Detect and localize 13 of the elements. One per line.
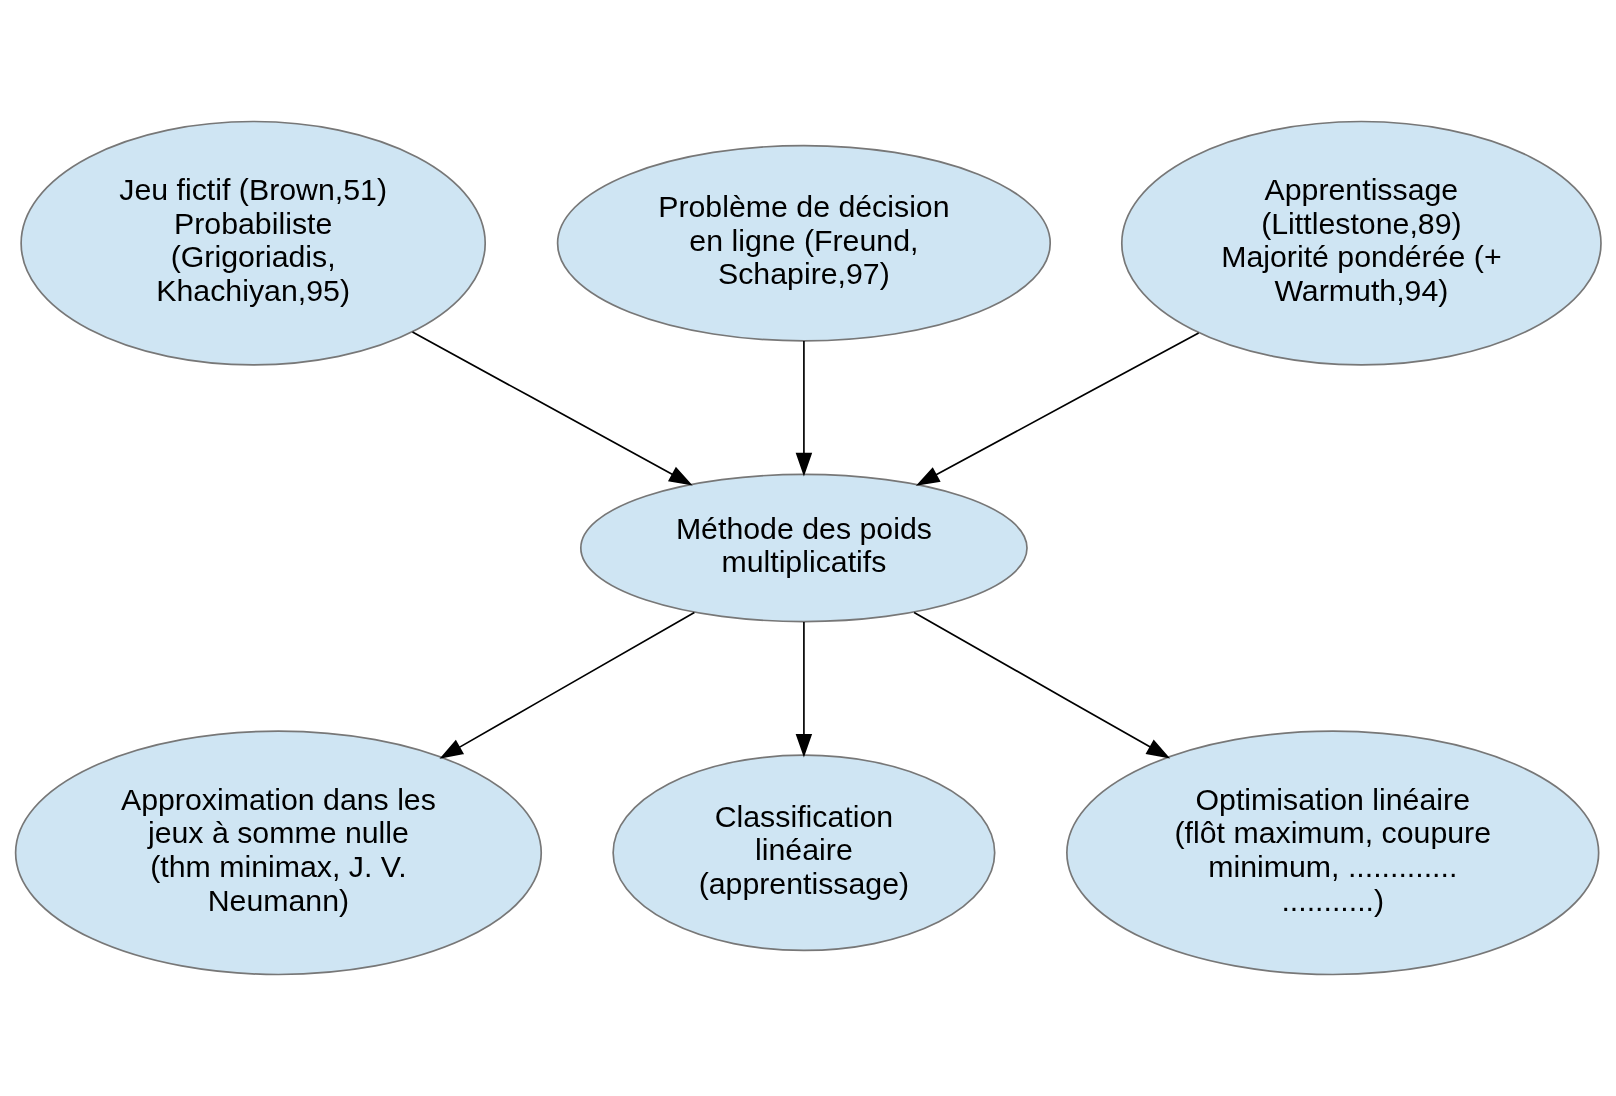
arrow bbox=[913, 611, 1171, 759]
node-ellipse: Classification linéaire (apprentissage) bbox=[612, 754, 996, 952]
arrow bbox=[915, 332, 1200, 486]
node-ellipse: Optimisation linéaire (flôt maximum, coupure minimum, ........................) bbox=[1066, 730, 1600, 976]
node-ellipse: Approximation dans les jeux à somme nulle (thm minimax, J. V. Neumann) bbox=[14, 730, 543, 976]
arrow bbox=[439, 611, 696, 759]
arrow bbox=[411, 331, 693, 486]
node-ellipse: Jeu fictif (Brown,51) Probabiliste (Grigoriadis, Khachiyan,95) bbox=[20, 120, 487, 366]
node-ellipse: Méthode des poids multiplicatifs bbox=[579, 473, 1028, 623]
arrow bbox=[795, 621, 813, 758]
node-ellipse: Problème de décision en ligne (Freund, Schapire,97) bbox=[556, 144, 1052, 342]
node-ellipse: Apprentissage (Littlestone,89) Majorité pondérée (+ Warmuth,94) bbox=[1120, 120, 1602, 366]
arrow bbox=[795, 340, 813, 477]
